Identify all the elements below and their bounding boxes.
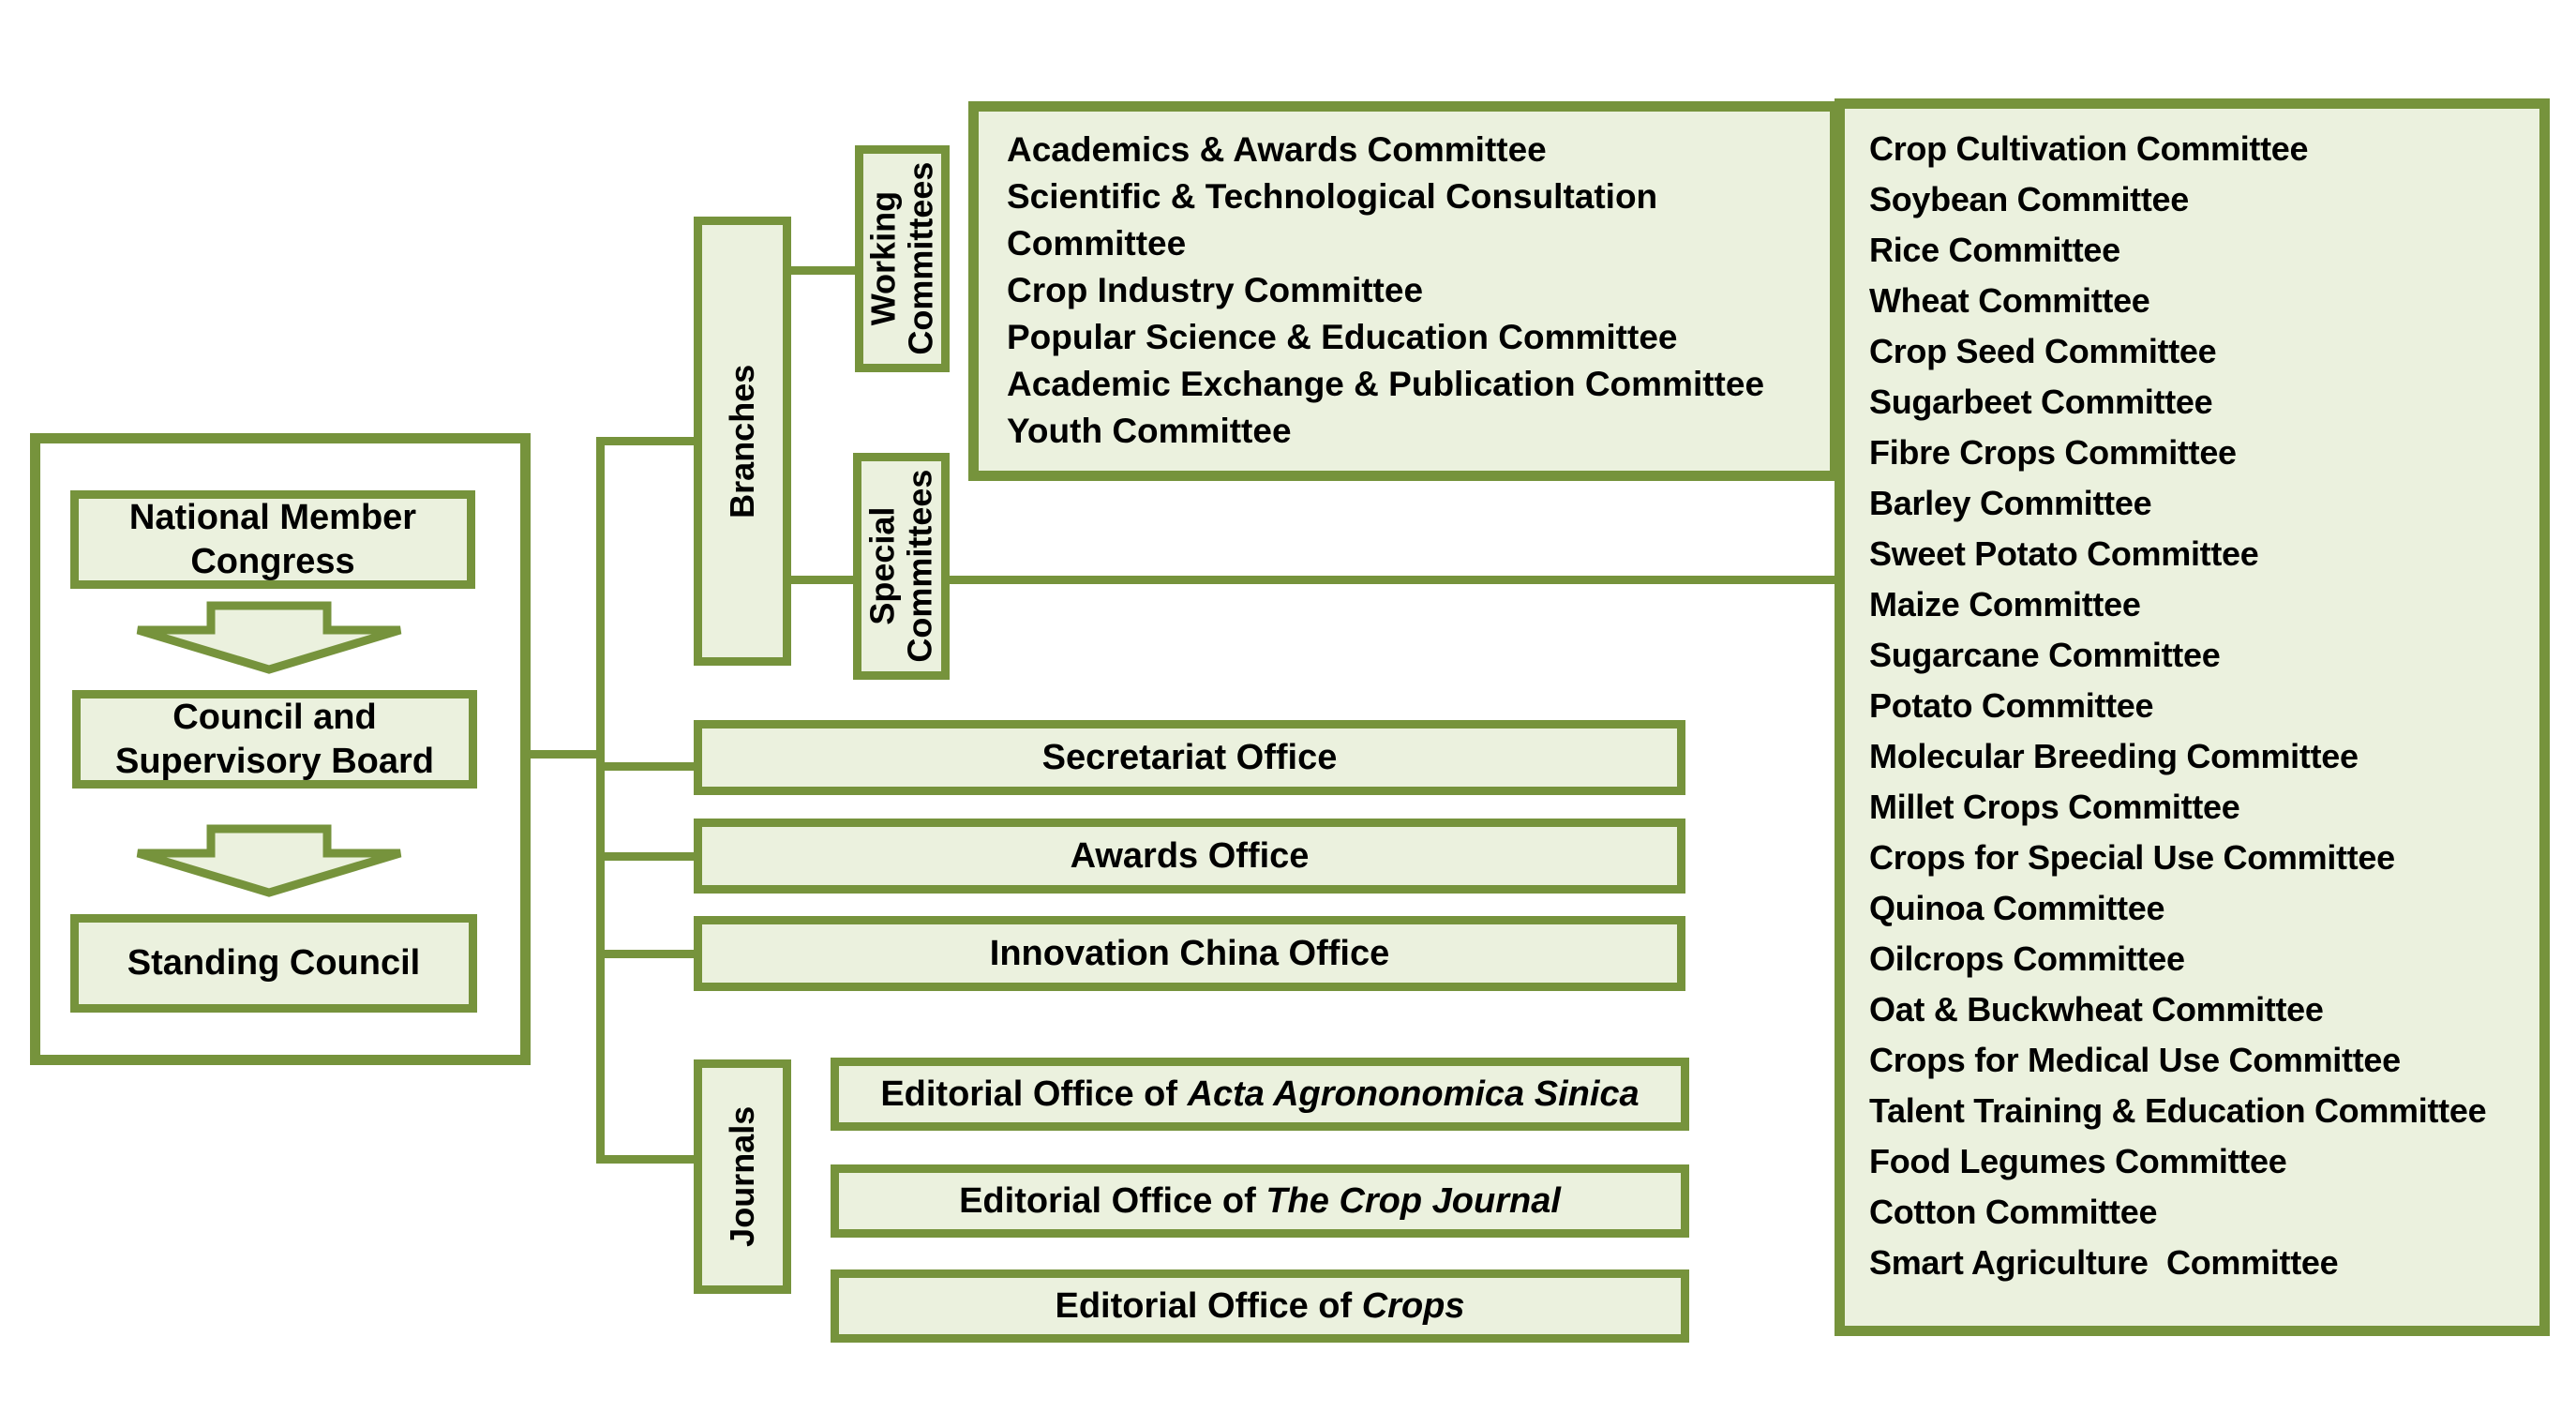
connector-governance-to-spine [531, 750, 596, 759]
journal-title-name: Acta Agrononomica Sinica [1187, 1074, 1640, 1114]
national-member-congress-label: National Member Congress [128, 498, 417, 581]
connector-spine-to-journals [605, 1155, 694, 1164]
connector-spine-to-branches [605, 437, 694, 445]
secretariat-office-label: Secretariat Office [1041, 737, 1338, 777]
secretariat-office-box: Secretariat Office [694, 720, 1685, 795]
working-committees-label: Working Committees [863, 161, 940, 356]
branches-box: Branches [694, 217, 791, 666]
standing-council-box: Standing Council [70, 914, 477, 1013]
connector-spine [596, 437, 605, 1164]
journal-acta-agronomica-sinica-label: Editorial Office of Acta Agrononomica Si… [871, 1073, 1648, 1116]
innovation-china-office-box: Innovation China Office [694, 916, 1685, 991]
working-committees-list: Academics & Awards Committee Scientific … [1007, 130, 1765, 450]
awards-office-label: Awards Office [1070, 835, 1310, 876]
special-committees-list: Crop Cultivation Committee Soybean Commi… [1869, 129, 2487, 1282]
innovation-china-office-label: Innovation China Office [989, 933, 1390, 973]
working-committees-list-box: Academics & Awards Committee Scientific … [968, 101, 1840, 481]
journals-box: Journals [694, 1059, 791, 1294]
down-arrow-icon [136, 601, 402, 674]
journal-crops-label: Editorial Office of Crops [1045, 1284, 1474, 1328]
journal-acta-agronomica-sinica-box: Editorial Office of Acta Agrononomica Si… [831, 1058, 1689, 1131]
connector-spine-to-secretariat [605, 762, 694, 771]
journal-the-crop-journal-box: Editorial Office of The Crop Journal [831, 1164, 1689, 1238]
journal-title-prefix: Editorial Office of [880, 1074, 1188, 1114]
special-committees-box: Special Committees [853, 453, 950, 680]
special-committees-list-box: Crop Cultivation Committee Soybean Commi… [1835, 98, 2550, 1336]
connector-spine-to-awards [605, 852, 694, 861]
connector-branches-to-special-committees [791, 576, 853, 584]
council-supervisory-board-label: Council and Supervisory Board [115, 698, 434, 781]
connector-special-committees-to-list [950, 576, 1835, 584]
standing-council-label: Standing Council [127, 943, 421, 984]
journal-title-name: Crops [1361, 1285, 1465, 1326]
journal-title-name: The Crop Journal [1266, 1180, 1561, 1221]
national-member-congress-box: National Member Congress [70, 490, 475, 589]
journal-title-prefix: Editorial Office of [959, 1180, 1266, 1221]
journal-title-prefix: Editorial Office of [1055, 1285, 1362, 1326]
connector-spine-to-innovation [605, 950, 694, 958]
journal-the-crop-journal-label: Editorial Office of The Crop Journal [950, 1179, 1570, 1223]
working-committees-box: Working Committees [855, 145, 950, 372]
special-committees-label: Special Committees [862, 469, 939, 664]
council-supervisory-board-box: Council and Supervisory Board [72, 690, 477, 789]
connector-branches-to-working-committees [791, 266, 855, 275]
down-arrow-icon [136, 824, 402, 897]
journals-label: Journals [723, 1105, 762, 1248]
awards-office-box: Awards Office [694, 819, 1685, 894]
journal-crops-box: Editorial Office of Crops [831, 1269, 1689, 1343]
branches-label: Branches [723, 364, 762, 518]
